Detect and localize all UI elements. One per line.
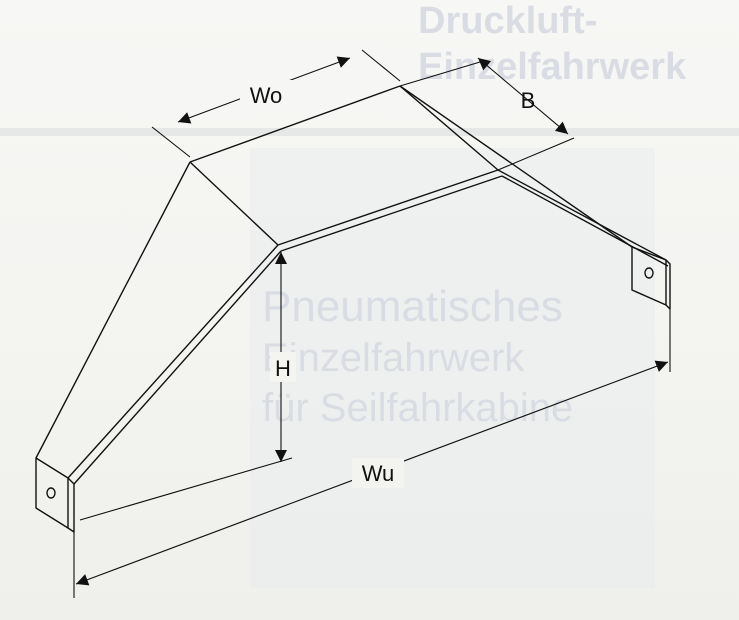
right-leg-front-edge — [497, 169, 667, 261]
h-label: H — [275, 356, 291, 381]
h-label-mask — [270, 352, 296, 382]
top-back-edge — [189, 85, 401, 163]
background-text-line3: Pneumatisches — [262, 282, 563, 331]
left-leg-thickness-edge — [73, 250, 282, 485]
b-dimension-line — [477, 57, 569, 135]
wo-label: Wo — [250, 83, 283, 108]
b-label: B — [521, 88, 536, 113]
left-leg-back-edge — [35, 161, 191, 459]
dimension-lines — [73, 49, 671, 598]
right-foot-tab-thickness — [665, 259, 671, 310]
left-leg-front-edge — [67, 244, 279, 479]
wo-extension-left — [151, 126, 191, 158]
left-foot-tab — [35, 457, 69, 529]
b-extension-top — [399, 61, 481, 87]
wu-label-mask — [352, 458, 404, 488]
wu-label: Wu — [362, 461, 395, 486]
left-mounting-hole-icon — [46, 487, 56, 499]
top-left-fold-edge — [189, 161, 279, 246]
top-front-edge — [277, 169, 499, 246]
background-heading-line1: Druckluft- — [418, 0, 598, 42]
right-leg-thickness-edge — [501, 175, 669, 267]
background-band — [0, 128, 739, 136]
wo-label-mask — [240, 80, 292, 110]
left-foot-tab-thickness — [67, 477, 75, 533]
b-extension-bottom — [497, 137, 575, 171]
wo-extension-right — [361, 49, 401, 82]
top-front-thickness-edge — [280, 175, 503, 252]
right-mounting-hole-icon — [644, 267, 654, 279]
right-leg-back-edge — [399, 85, 633, 248]
h-baseline — [79, 457, 293, 521]
top-right-fold-edge — [399, 85, 499, 171]
